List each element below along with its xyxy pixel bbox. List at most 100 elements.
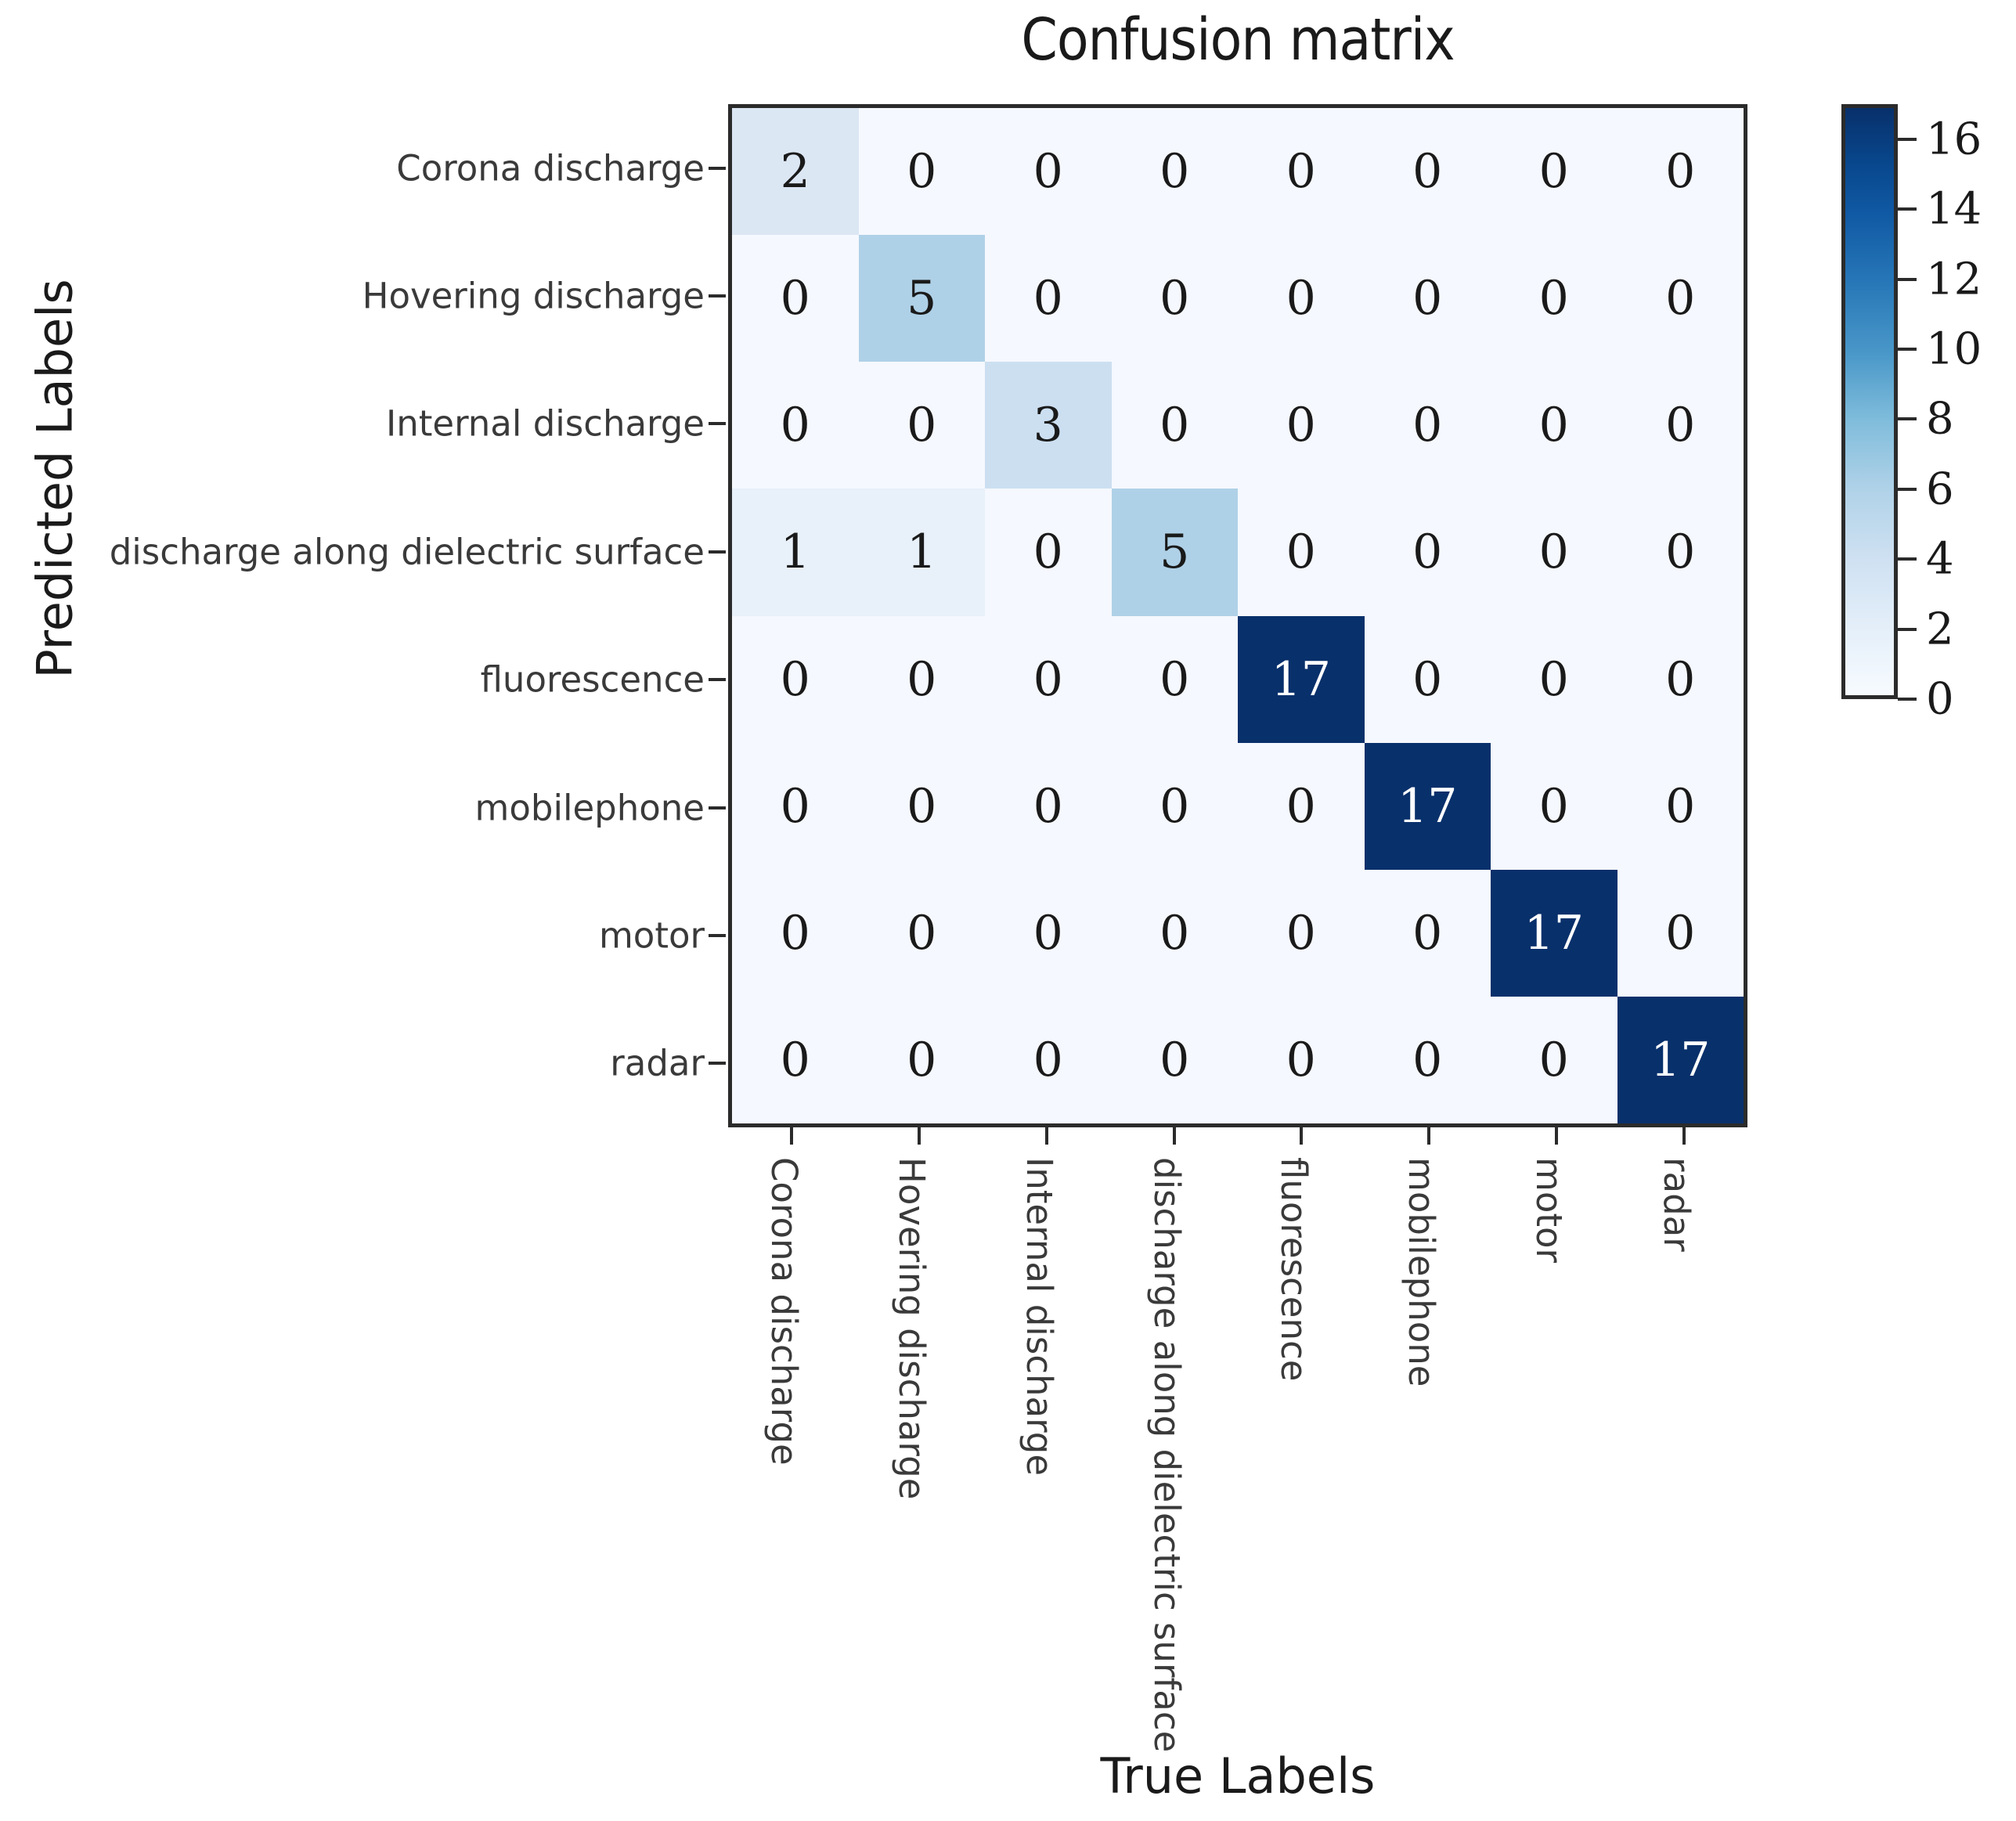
matrix-cell: 0 xyxy=(858,742,985,870)
matrix-cell: 0 xyxy=(732,615,859,743)
y-tick-label: discharge along dielectric surface xyxy=(109,531,705,573)
matrix-cell: 3 xyxy=(985,362,1112,489)
matrix-cell: 0 xyxy=(1238,742,1365,870)
matrix-cell: 0 xyxy=(858,108,985,236)
x-tick-mark xyxy=(1427,1127,1431,1145)
matrix-cell: 5 xyxy=(1111,489,1238,616)
matrix-cell: 0 xyxy=(1238,996,1365,1123)
colorbar-tick-label: 10 xyxy=(1926,323,1982,375)
x-tick-mark xyxy=(1172,1127,1176,1145)
matrix-cell: 0 xyxy=(1364,869,1491,997)
matrix-cell: 1 xyxy=(732,489,859,616)
y-tick-mark xyxy=(709,294,726,298)
x-tick-label: radar xyxy=(1655,1157,1697,1252)
matrix-cell: 0 xyxy=(732,235,859,362)
colorbar-tick-mark xyxy=(1898,487,1917,491)
y-tick-mark xyxy=(709,933,726,937)
colorbar-tick-mark xyxy=(1898,347,1917,351)
matrix-cell: 0 xyxy=(1617,742,1744,870)
x-tick-mark xyxy=(1044,1127,1048,1145)
matrix-cell: 0 xyxy=(1617,362,1744,489)
x-tick-label: Hovering discharge xyxy=(891,1157,933,1500)
matrix-cell: 0 xyxy=(1617,869,1744,997)
colorbar-tick-label: 2 xyxy=(1926,604,1954,655)
colorbar-tick-label: 6 xyxy=(1926,463,1954,515)
x-tick-mark xyxy=(790,1127,794,1145)
colorbar-tick-label: 16 xyxy=(1926,114,1982,165)
matrix-cell: 0 xyxy=(1364,489,1491,616)
matrix-cell: 0 xyxy=(1364,362,1491,489)
colorbar-tick-mark xyxy=(1898,627,1917,631)
colorbar-tick-mark xyxy=(1898,417,1917,421)
y-tick-mark xyxy=(709,550,726,554)
x-tick-label: fluorescence xyxy=(1273,1157,1315,1382)
colorbar-tick-mark xyxy=(1898,137,1917,141)
colorbar-tick-mark xyxy=(1898,207,1917,211)
y-tick-mark xyxy=(709,1062,726,1066)
matrix-cell: 0 xyxy=(858,362,985,489)
colorbar-tick-mark xyxy=(1898,557,1917,561)
matrix-cell: 0 xyxy=(1617,235,1744,362)
matrix-cell: 0 xyxy=(1491,742,1617,870)
matrix-cell: 0 xyxy=(1111,869,1238,997)
matrix-cell: 0 xyxy=(1238,362,1365,489)
x-tick-mark xyxy=(1554,1127,1558,1145)
matrix-cell: 17 xyxy=(1617,996,1744,1123)
matrix-cell: 0 xyxy=(1491,108,1617,236)
matrix-cell: 0 xyxy=(858,869,985,997)
colorbar-tick-mark xyxy=(1898,698,1917,701)
colorbar-tick-label: 8 xyxy=(1926,393,1954,445)
y-tick-label: Hovering discharge xyxy=(362,275,705,317)
matrix-cell: 17 xyxy=(1238,615,1365,743)
matrix-cell: 0 xyxy=(732,362,859,489)
x-tick-label: Internal discharge xyxy=(1018,1157,1060,1477)
matrix-cell: 0 xyxy=(1491,489,1617,616)
y-tick-mark xyxy=(709,678,726,682)
matrix-cell: 0 xyxy=(985,615,1112,743)
x-tick-label: mobilephone xyxy=(1401,1157,1443,1387)
matrix-cell: 0 xyxy=(858,615,985,743)
matrix-cell: 0 xyxy=(1238,489,1365,616)
matrix-cell: 0 xyxy=(1364,235,1491,362)
y-tick-label: mobilephone xyxy=(474,787,705,829)
colorbar-tick-label: 0 xyxy=(1926,673,1954,725)
matrix-cell: 0 xyxy=(1111,996,1238,1123)
matrix-cell: 0 xyxy=(985,235,1112,362)
matrix-cell: 0 xyxy=(985,108,1112,236)
matrix-cell: 0 xyxy=(985,742,1112,870)
matrix-cell: 0 xyxy=(1238,108,1365,236)
y-tick-label: Corona discharge xyxy=(396,147,705,189)
y-tick-label: Internal discharge xyxy=(385,402,705,445)
y-tick-mark xyxy=(709,422,726,426)
colorbar-tick-label: 4 xyxy=(1926,533,1954,585)
matrix-cell: 0 xyxy=(732,742,859,870)
colorbar-tick-mark xyxy=(1898,277,1917,281)
y-tick-label: fluorescence xyxy=(480,658,705,701)
matrix-cell: 0 xyxy=(1491,235,1617,362)
colorbar-tick-label: 12 xyxy=(1926,254,1982,305)
y-tick-label: radar xyxy=(610,1042,705,1084)
matrix-cell: 17 xyxy=(1491,869,1617,997)
matrix-cell: 0 xyxy=(1491,615,1617,743)
matrix-cell: 0 xyxy=(1364,615,1491,743)
matrix-cell: 0 xyxy=(732,996,859,1123)
colorbar-gradient xyxy=(1841,104,1898,699)
matrix-cell: 0 xyxy=(985,489,1112,616)
matrix-cell: 0 xyxy=(985,869,1112,997)
matrix-cell: 0 xyxy=(1238,235,1365,362)
matrix-cell: 0 xyxy=(1111,235,1238,362)
matrix-cell: 0 xyxy=(1111,615,1238,743)
y-tick-mark xyxy=(709,806,726,810)
matrix-cell: 0 xyxy=(1491,996,1617,1123)
x-tick-mark xyxy=(1300,1127,1304,1145)
y-tick-mark xyxy=(709,166,726,170)
x-tick-label: Corona discharge xyxy=(763,1157,806,1466)
matrix-cell: 2 xyxy=(732,108,859,236)
matrix-cell: 0 xyxy=(1617,615,1744,743)
matrix-cell: 0 xyxy=(1617,489,1744,616)
matrix-cell: 0 xyxy=(985,996,1112,1123)
matrix-cell: 0 xyxy=(1617,108,1744,236)
